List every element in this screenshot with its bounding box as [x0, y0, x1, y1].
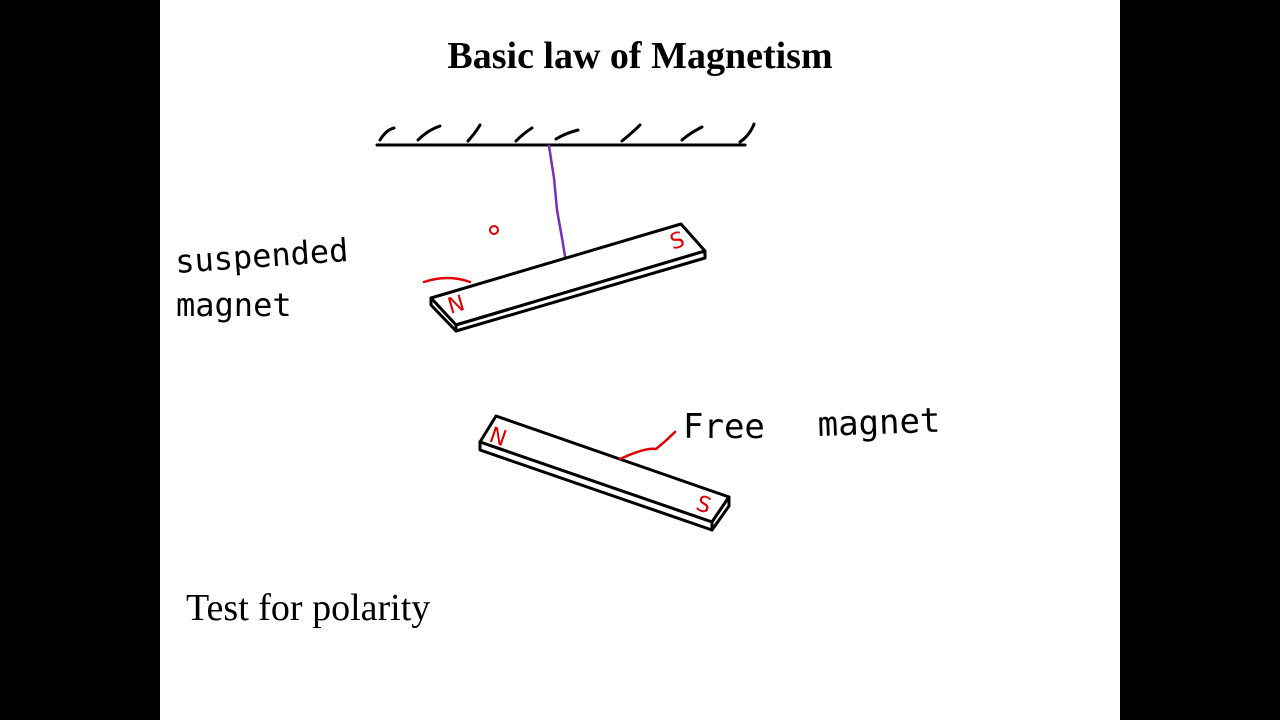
slide: Basic law of Magnetism N — [160, 0, 1120, 720]
free-label-word1: Free — [683, 407, 765, 447]
free-leader-line — [618, 430, 677, 461]
ceiling-hatch — [620, 123, 642, 143]
string-line — [547, 144, 568, 264]
suspended-south-pole: S — [667, 228, 687, 256]
suspended-magnet-top — [429, 222, 707, 327]
magnet-diagram: N S N S suspended magnet Free magnet — [174, 122, 941, 532]
ceiling-hatch — [554, 128, 580, 141]
suspended-magnet — [429, 222, 707, 333]
free-magnet — [478, 414, 731, 532]
suspended-label-line2: magnet — [176, 286, 292, 324]
suspended-north-pole: N — [445, 291, 468, 320]
suspended-magnet-side — [454, 249, 707, 333]
pointer-dot — [489, 225, 499, 235]
free-north-pole: N — [486, 423, 510, 452]
slide-footer-text: Test for polarity — [186, 587, 431, 629]
ceiling-hatch — [738, 122, 756, 144]
suspended-label-line1: suspended — [174, 231, 350, 281]
ceiling-hatch — [416, 124, 442, 142]
free-magnet-side — [478, 440, 714, 532]
free-label-word2: magnet — [817, 401, 941, 445]
slide-title: Basic law of Magnetism — [447, 35, 833, 77]
suspended-leader-line — [422, 276, 472, 284]
ceiling-hatch — [680, 125, 704, 142]
ceiling-hatch — [466, 123, 482, 143]
ceiling-hatch — [514, 126, 534, 143]
ceiling-support — [375, 122, 756, 147]
ceiling-hatch — [378, 126, 396, 142]
